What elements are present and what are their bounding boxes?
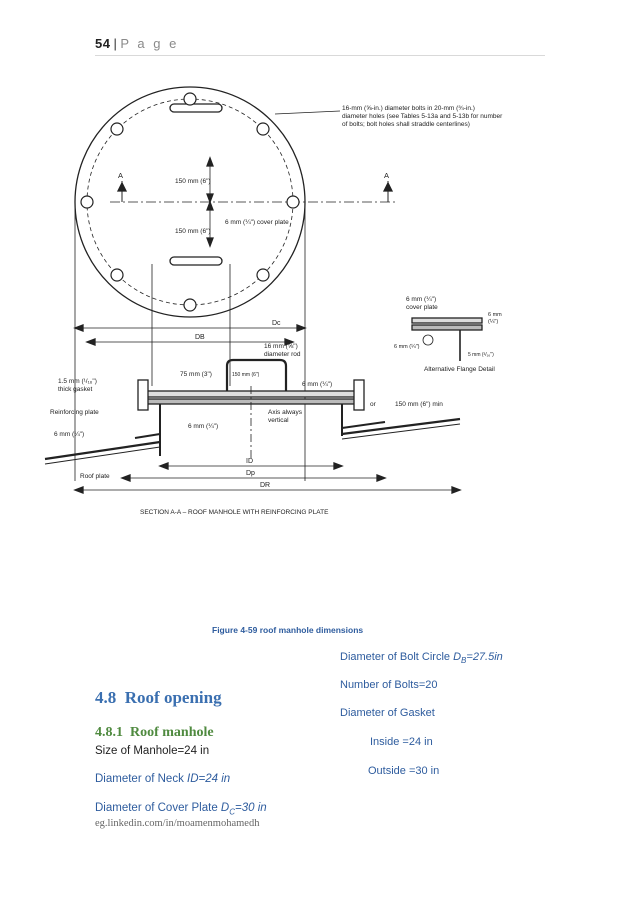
cover-plate-diameter: Diameter of Cover Plate DC=30 in [95,802,267,817]
alt-6mm-b: (¼") [488,319,498,325]
roof-plate-label: Roof plate [80,473,110,480]
alt-6mm: 6 mm [488,312,502,318]
top-slot [169,103,223,113]
reinforcing-label: Reinforcing plate [50,409,99,416]
axis-label-1: Axis always [268,409,303,416]
bolt-holes [80,92,300,312]
footer-link[interactable]: eg.linkedin.com/in/moamenmohamedh [95,818,260,829]
roof-plate [44,417,461,461]
alt-5mm: 5 mm (³/₁₆") [468,352,494,358]
bolt-hole [183,298,197,312]
gasket-outside: Outside =30 in [368,765,440,777]
reinforcing-plate [134,421,386,439]
figure-caption: Figure 4-59 roof manhole dimensions [212,625,364,635]
alt-flange-ring [411,324,483,331]
bolt-hole [256,122,270,136]
weld-6mm: 6 mm (¼") [302,381,332,388]
page-label: P a g e [120,36,179,51]
bolt-note-3: of bolts; bolt holes shall straddle cent… [342,121,470,128]
bolt-hole [110,268,124,282]
rod-label-1: 16 mm (⅝") [264,343,298,350]
section-title: SECTION A-A – ROOF MANHOLE WITH REINFORC… [140,509,329,516]
six-mm-left: 6 mm (¼") [54,431,84,438]
dim-150-b: 150 mm (6") [175,228,211,235]
bottom-slot [169,256,223,266]
dim-75: 75 mm (3") [180,371,212,378]
bolt-hole [256,268,270,282]
alt-6mm-left: 6 mm (¼") [394,344,420,350]
bolt-circle-diameter: Diameter of Bolt Circle DB=27.5in [340,651,503,666]
cover-plate-label: 6 mm (¼") cover plate [225,219,289,226]
number-of-bolts: Number of Bolts=20 [340,679,438,691]
bolt-note-2: diameter holes (see Tables 5-13a and 5-1… [342,113,503,120]
rod-label-2: diameter rod [264,351,301,358]
id-label: ID [246,458,253,465]
handle-rod [225,358,288,391]
subsection-heading: 4.8.1 Roof manhole [95,725,214,740]
db-label: DB [195,334,205,341]
bolt-hole [183,92,197,106]
page-header: 54|P a g e [95,36,179,51]
dc-label: Dc [272,320,281,327]
dim-150-rod: 150 mm (6") [232,372,260,378]
page-number: 54 [95,36,111,51]
axis-label-2: vertical [268,417,289,424]
gasket-inside: Inside =24 in [370,736,433,748]
manhole-size: Size of Manhole=24 in [95,745,210,757]
bolt-hole [110,122,124,136]
section-a-right: A [384,171,389,180]
alt-cover-2: cover plate [406,304,438,311]
neck-diameter: Diameter of Neck ID=24 in [95,773,231,785]
six-mm-neck: 6 mm (¼") [188,423,218,430]
bolt-hole [286,195,300,209]
section-heading: 4.8 Roof opening [95,688,222,707]
dp-label: Dp [246,470,255,477]
alt-cover-1: 6 mm (¼") [406,296,436,303]
bolt-note-1: 16-mm (⅝-in.) diameter bolts in 20-mm (¾… [342,105,475,112]
dim-150-a: 150 mm (6") [175,178,211,185]
gasket-diameter: Diameter of Gasket [340,707,435,719]
dr-label: DR [260,482,270,489]
header-rule [95,55,545,56]
alt-flange-cover [411,317,483,324]
header-separator: | [113,36,118,51]
dim-150-min: 150 mm (6") min [395,401,443,408]
section-a-left: A [118,171,123,180]
bolt-hole [80,195,94,209]
gasket-label-2: thick gasket [58,386,93,393]
or-label: or [370,401,377,408]
gasket-label-1: 1.5 mm (¹/₁₆") [58,378,97,385]
manhole-drawing: 16-mm (⅝-in.) diameter bolts in 20-mm (¾… [44,86,503,516]
alt-flange-title: Alternative Flange Detail [424,366,495,373]
